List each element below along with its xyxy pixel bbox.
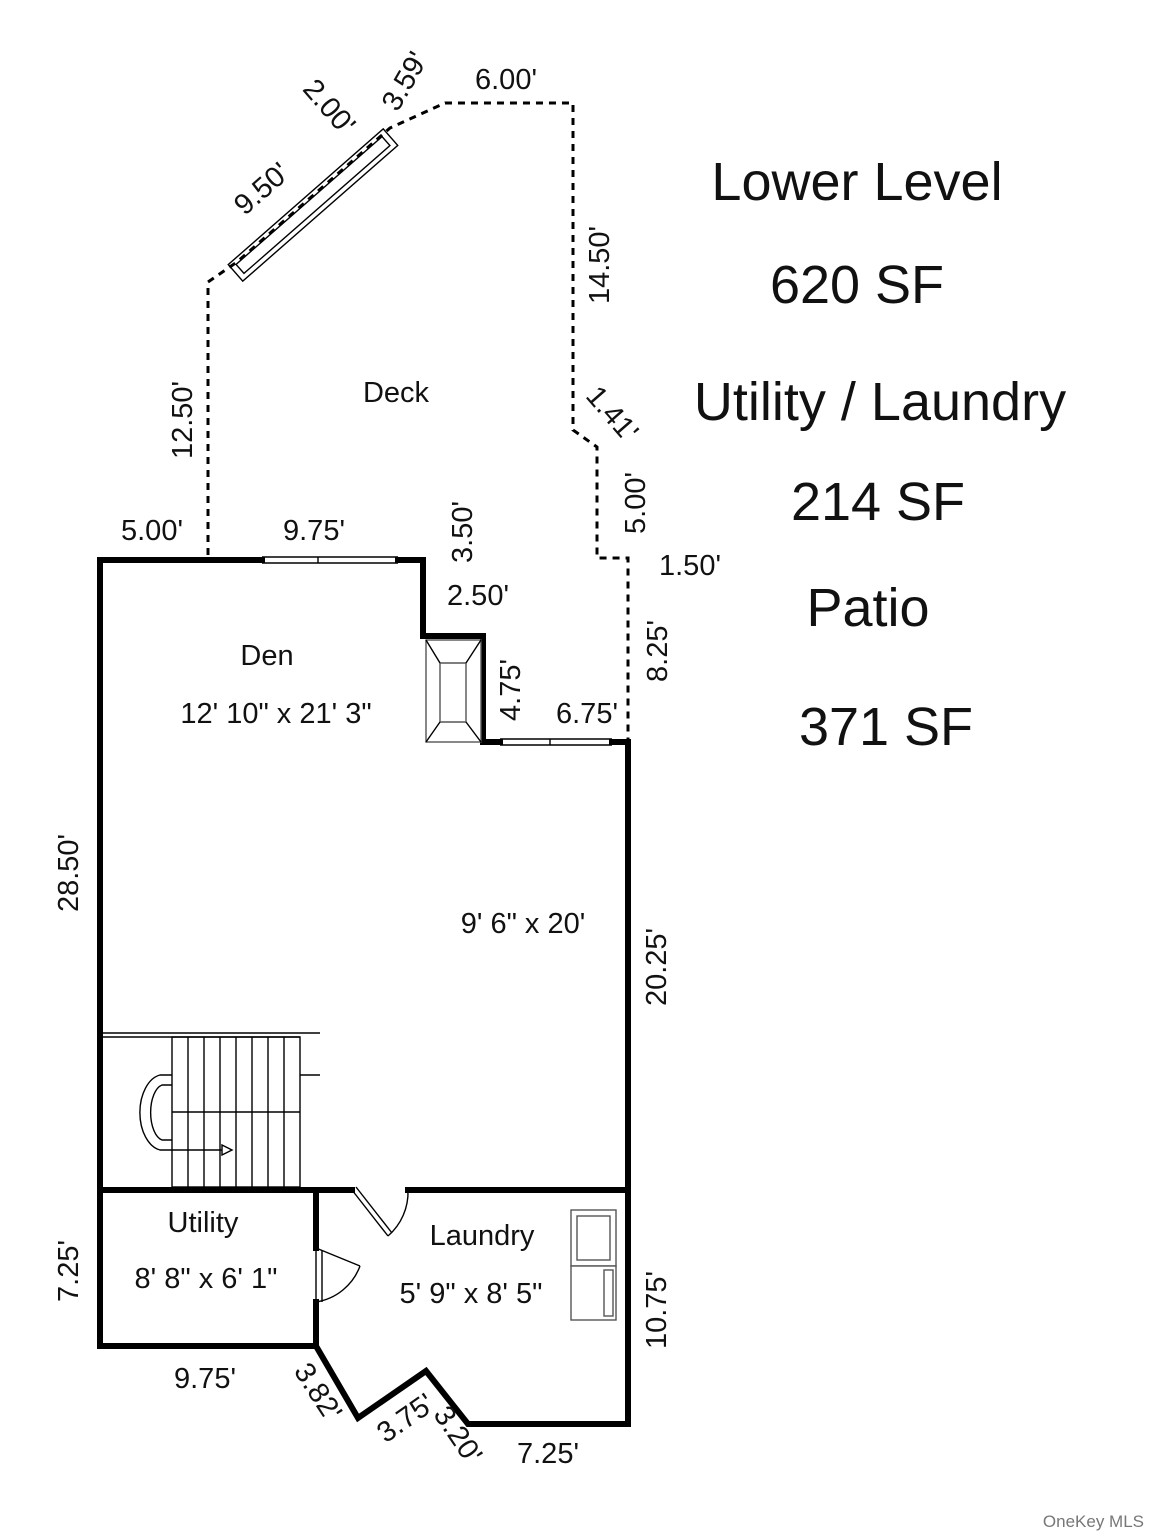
deck-bench [227,127,399,283]
washer-dryer [570,1209,617,1321]
dim-den-notch-horiz: 2.50' [447,580,509,612]
dim-deck-side: 8.25' [642,620,674,682]
dim-deck-lower-right: 5.00' [620,472,652,534]
deck-label: Deck [363,377,430,409]
dim-deck-right: 14.50' [584,226,616,304]
laundry-size: 5' 9" x 8' 5" [400,1278,543,1310]
dim-deck-notch: 1.41' [579,380,644,448]
dim-deck-left: 12.50' [167,381,199,459]
dim-deck-top: 6.00' [475,64,537,96]
laundry-label: Laundry [430,1220,535,1252]
dim-deck-diag-short: 3.59' [376,47,435,117]
dim-laundry-bottom: 7.25' [517,1438,579,1470]
dim-laundry-right: 10.75' [641,1271,673,1349]
staircase [103,1032,320,1188]
utility-size: 8' 8" x 6' 1" [135,1263,278,1295]
dim-utility-bottom: 9.75' [174,1363,236,1395]
dim-den-fireplace: 4.75' [495,659,527,721]
dim-bay-left: 3.82' [287,1357,348,1426]
dim-den-top-door: 9.75' [283,515,345,547]
utility-label: Utility [168,1207,239,1239]
watermark: OneKey MLS [1042,1512,1144,1531]
den-label: Den [240,640,293,672]
lower-level-label: Lower Level [711,152,1002,212]
den-notch-wall [395,557,503,745]
dim-den-top-left: 5.00' [121,515,183,547]
dim-deck-diag-long: 9.50' [228,157,296,222]
den-size: 12' 10" x 21' 3" [180,698,371,730]
patio-area: 371 SF [799,697,973,757]
den-top-left-wall [97,557,265,1193]
dim-deck-bench-width: 2.00' [296,73,361,141]
laundry-door [351,1186,409,1237]
dim-den-notch-vert: 3.50' [447,501,479,563]
dim-den-door-right: 6.75' [556,698,618,730]
patio-label: Patio [806,578,929,638]
utility-laundry-label: Utility / Laundry [694,372,1066,432]
fireplace [425,639,482,743]
main-room-size: 9' 6" x 20' [461,908,586,940]
utility-door [315,1247,361,1303]
lower-level-area: 620 SF [770,255,944,315]
utility-laundry-area: 214 SF [791,472,965,532]
dim-right-wall: 20.25' [641,928,673,1006]
right-wall [97,739,631,1427]
dim-utility-left: 7.25' [53,1240,85,1302]
dim-left-wall: 28.50' [53,834,85,912]
dim-deck-step: 1.50' [659,550,721,582]
